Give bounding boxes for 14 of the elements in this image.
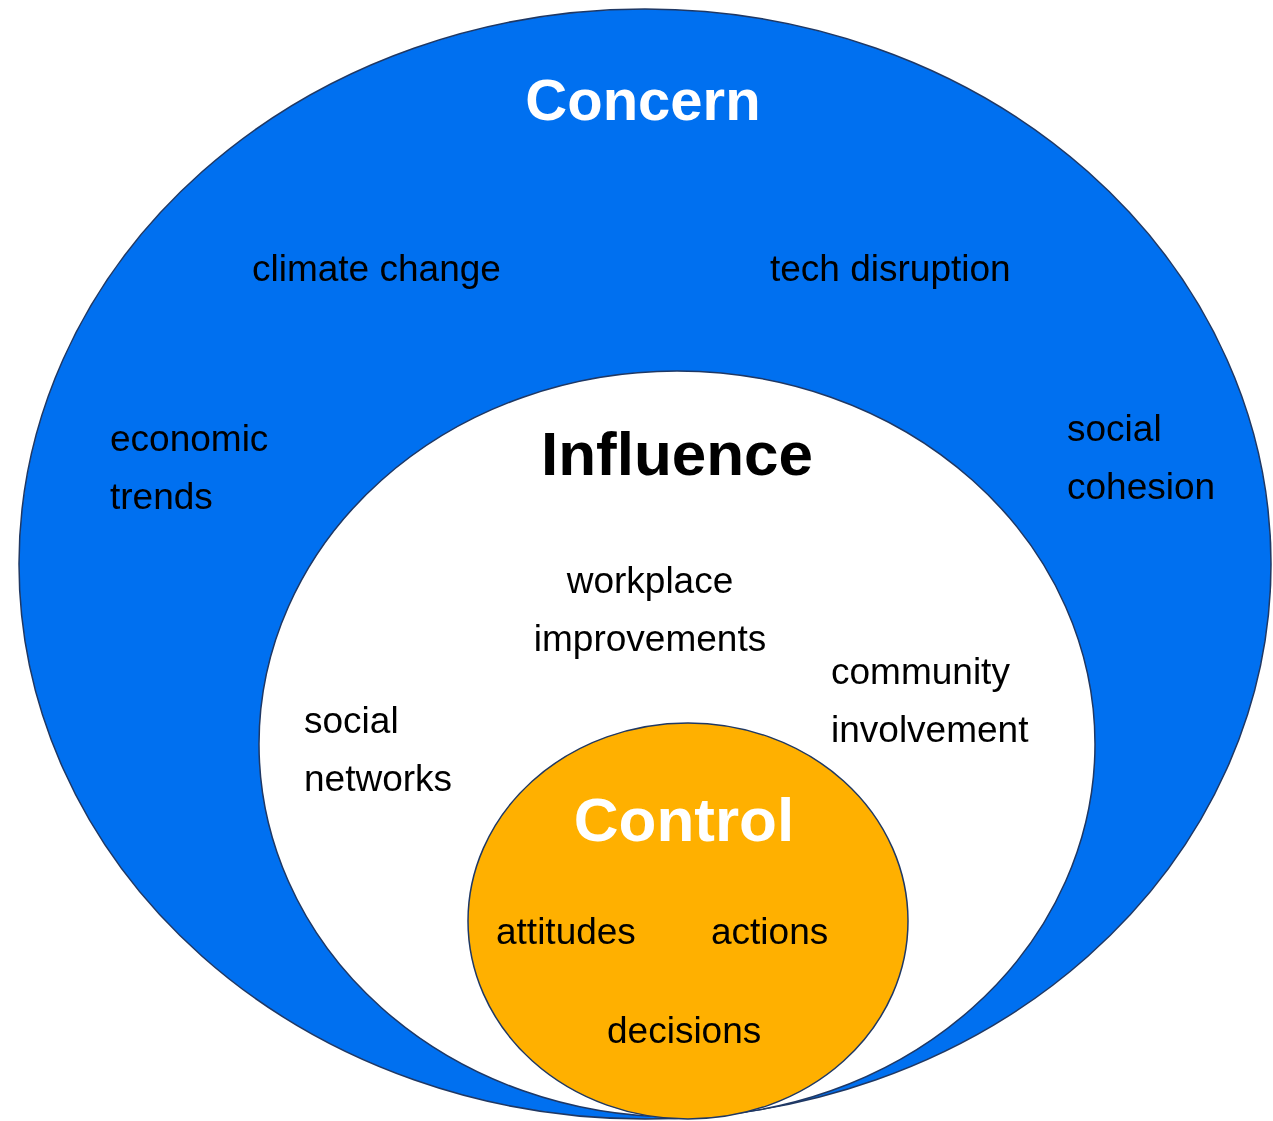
item-label: actions [711, 910, 829, 954]
item-label: decisions [607, 1009, 762, 1053]
item-label: workplace improvements [532, 559, 768, 661]
item-label: tech disruption [770, 247, 1011, 291]
item-label: social networks [304, 699, 454, 801]
circle-title: Concern [525, 68, 761, 132]
circle-title: Control [573, 788, 795, 852]
item-label: economic trends [110, 417, 270, 519]
concern-ellipse [18, 8, 1272, 1120]
item-label: community involvement [831, 650, 1030, 752]
item-label: climate change [252, 247, 501, 291]
item-label: social cohesion [1067, 407, 1217, 509]
circle-title: Influence [540, 422, 814, 486]
item-label: attitudes [496, 910, 636, 954]
